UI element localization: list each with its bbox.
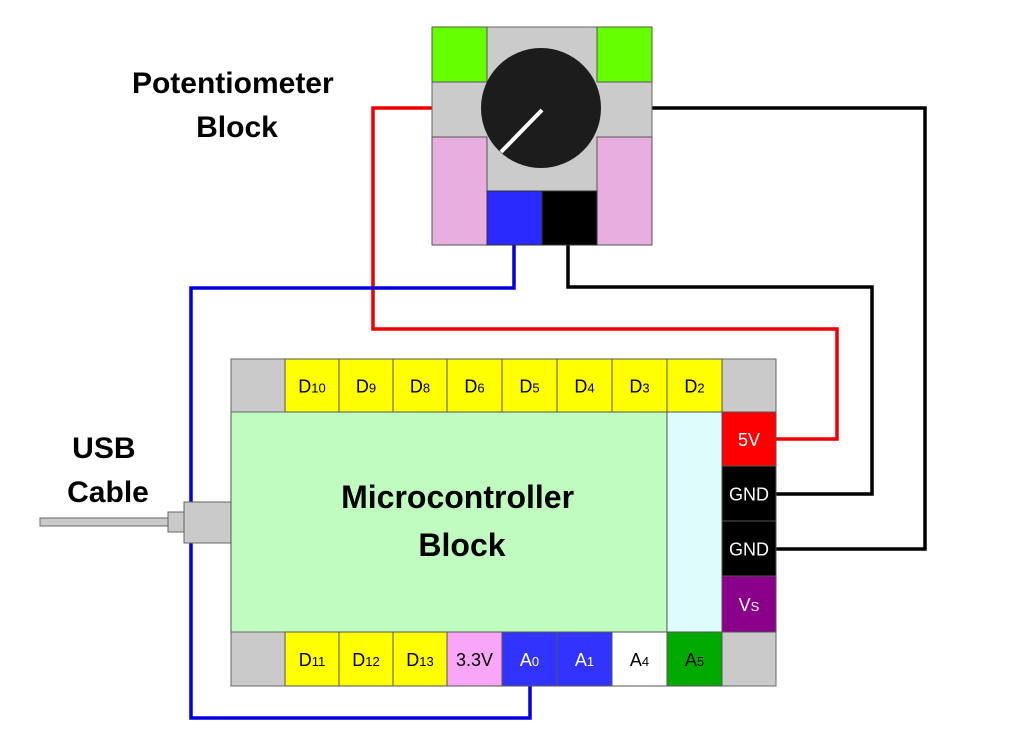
pin-d2-label: D2	[684, 377, 704, 397]
pin-d2: D2	[666, 358, 723, 413]
pin-a1: A1	[556, 631, 613, 687]
usb-cable-title: USB Cable	[67, 432, 149, 509]
pot-pad-pink-right	[596, 136, 653, 246]
pin-d11-label: D11	[299, 650, 326, 670]
potentiometer-block-title: Potentiometer Block	[132, 67, 342, 144]
corner-top-left	[230, 358, 286, 413]
pin-d3-cell	[611, 358, 668, 413]
pin-d9-cell	[338, 358, 394, 413]
pin-a0-cell	[501, 631, 558, 687]
pin-a5-label: A5	[685, 650, 704, 670]
pot-pad-pink-left	[431, 136, 488, 246]
wire-gnd-inner-black	[566, 245, 874, 496]
pin-a0-label: A0	[520, 650, 539, 670]
usb-plug-body	[183, 501, 232, 544]
pin-a0: A0	[501, 631, 558, 687]
pin-d13-cell	[392, 631, 448, 687]
pin-3-3v-label: 3.3V	[456, 650, 493, 670]
corner-bottom-left	[230, 631, 286, 687]
pin-gnd: GND	[721, 465, 777, 522]
pin-d5: D5	[501, 358, 558, 413]
corner-top-right	[721, 358, 777, 413]
mcu-body	[230, 411, 668, 633]
pin-d12: D12	[338, 631, 394, 687]
pin-3-3v: 3.3V	[446, 631, 503, 687]
pin-a1-cell	[556, 631, 613, 687]
pot-mount-green-left	[431, 26, 488, 83]
pin-vs: VS	[721, 575, 777, 633]
pin-d8-label: D8	[410, 377, 430, 397]
pin-a4-label: A4	[630, 650, 649, 670]
wire-5v-red	[371, 106, 839, 441]
pin-d6: D6	[446, 358, 503, 413]
pin-vs-cell	[721, 575, 777, 633]
pot-knob-indicator	[499, 108, 544, 154]
pin-d10: D10	[284, 358, 340, 413]
pin-5v: 5V	[721, 411, 777, 467]
right-pin-column: 5V GND GND VS	[721, 411, 777, 633]
pin-d13-label: D13	[406, 650, 433, 670]
pin-5v-label: 5V	[738, 430, 760, 450]
pin-d2-cell	[666, 358, 723, 413]
corner-bottom-right	[721, 631, 777, 687]
pin-d6-label: D6	[464, 377, 484, 397]
pot-pin-gnd-black	[541, 190, 598, 246]
pin-d4-cell	[556, 358, 613, 413]
bottom-pin-row: D11 D12 D13 3.3V A0 A1 A4 A5	[284, 631, 723, 687]
pin-d11: D11	[284, 631, 340, 687]
pot-pin-signal-blue	[486, 190, 543, 246]
pin-d5-label: D5	[519, 377, 539, 397]
usb-plug-neck	[167, 511, 185, 533]
pin-a5-cell	[666, 631, 723, 687]
pin-3-3v-cell	[446, 631, 503, 687]
wire-gnd-outer-black	[598, 106, 927, 551]
microcontroller-block-title: Microcontroller Block	[341, 479, 583, 563]
pin-d12-label: D12	[352, 650, 379, 670]
pot-knob[interactable]	[481, 48, 601, 168]
pin-gnd-cell	[721, 520, 777, 577]
pin-a4-cell	[611, 631, 668, 687]
pin-d6-cell	[446, 358, 503, 413]
pin-d11-cell	[284, 631, 340, 687]
pin-d4: D4	[556, 358, 613, 413]
pin-5v-cell	[721, 411, 777, 467]
pin-d12-cell	[338, 631, 394, 687]
pin-d13: D13	[392, 631, 448, 687]
pin-d8-cell	[392, 358, 448, 413]
mcu-side-strip	[666, 411, 723, 633]
pot-mount-green-right	[596, 26, 653, 83]
usb-cable-wire	[39, 517, 170, 527]
pin-d10-label: D10	[298, 377, 325, 397]
pin-gnd-label: GND	[729, 485, 769, 505]
pin-d9: D9	[338, 358, 394, 413]
pin-d9-label: D9	[356, 377, 376, 397]
pin-d3: D3	[611, 358, 668, 413]
pin-gnd-label: GND	[729, 540, 769, 560]
pin-vs-label: VS	[739, 595, 760, 615]
pin-d3-label: D3	[629, 377, 649, 397]
pin-a1-label: A1	[575, 650, 594, 670]
potentiometer-block	[431, 26, 653, 246]
pin-a5: A5	[666, 631, 723, 687]
pin-d8: D8	[392, 358, 448, 413]
pin-gnd: GND	[721, 520, 777, 577]
pin-a4: A4	[611, 631, 668, 687]
pin-d4-label: D4	[574, 377, 594, 397]
top-pin-row: D10 D9 D8 D6 D5 D4 D3 D2	[284, 358, 723, 413]
pin-d5-cell	[501, 358, 558, 413]
